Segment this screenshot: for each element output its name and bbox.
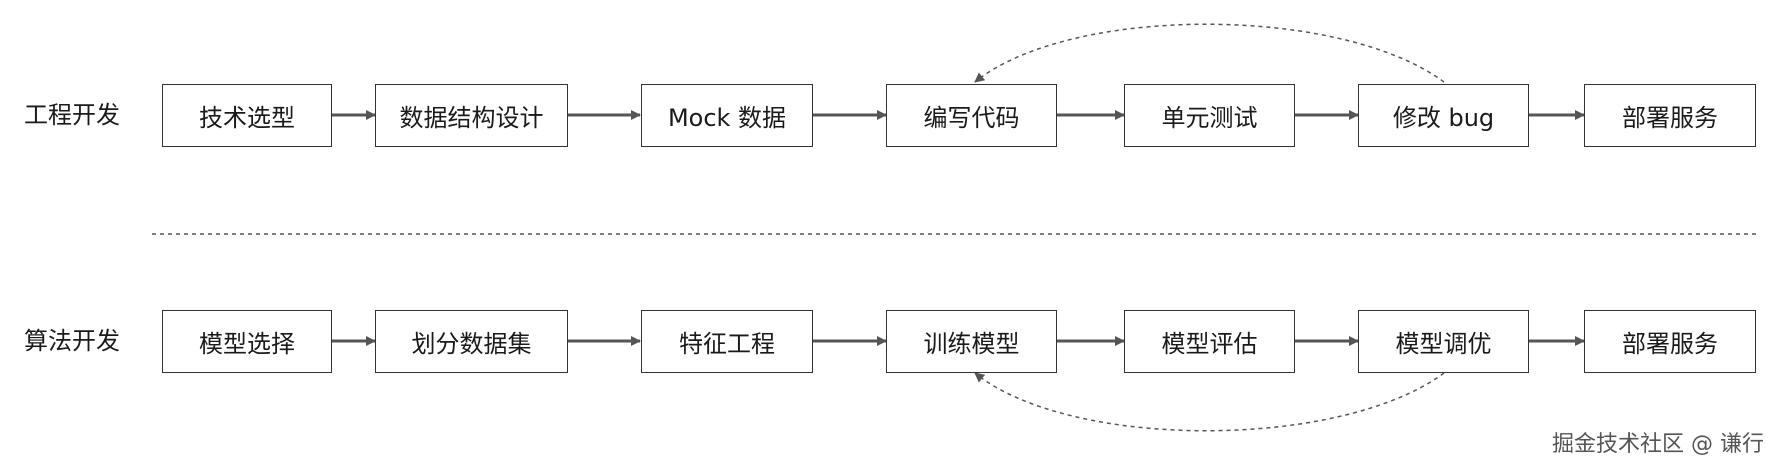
node-model-selection: 模型选择 bbox=[162, 310, 332, 373]
node-split-dataset: 划分数据集 bbox=[375, 310, 568, 373]
row-label-algorithm: 算法开发 bbox=[24, 327, 120, 355]
node-tune-model: 模型调优 bbox=[1358, 310, 1529, 373]
node-evaluate-model: 模型评估 bbox=[1124, 310, 1295, 373]
node-deploy-engineering: 部署服务 bbox=[1584, 84, 1756, 147]
feedback-arc-engineering bbox=[974, 23, 1445, 83]
node-data-structure-design: 数据结构设计 bbox=[375, 84, 568, 147]
node-deploy-algorithm: 部署服务 bbox=[1584, 310, 1756, 373]
node-write-code: 编写代码 bbox=[886, 84, 1057, 147]
node-tech-selection: 技术选型 bbox=[162, 84, 332, 147]
feedback-arc-algorithm bbox=[974, 372, 1445, 432]
node-fix-bug: 修改 bug bbox=[1358, 84, 1529, 147]
watermark: 掘金技术社区 @ 谦行 bbox=[1552, 432, 1764, 457]
node-unit-test: 单元测试 bbox=[1124, 84, 1295, 147]
node-train-model: 训练模型 bbox=[886, 310, 1057, 373]
row-label-engineering: 工程开发 bbox=[24, 101, 120, 129]
node-mock-data: Mock 数据 bbox=[641, 84, 813, 147]
node-feature-engineering: 特征工程 bbox=[641, 310, 813, 373]
